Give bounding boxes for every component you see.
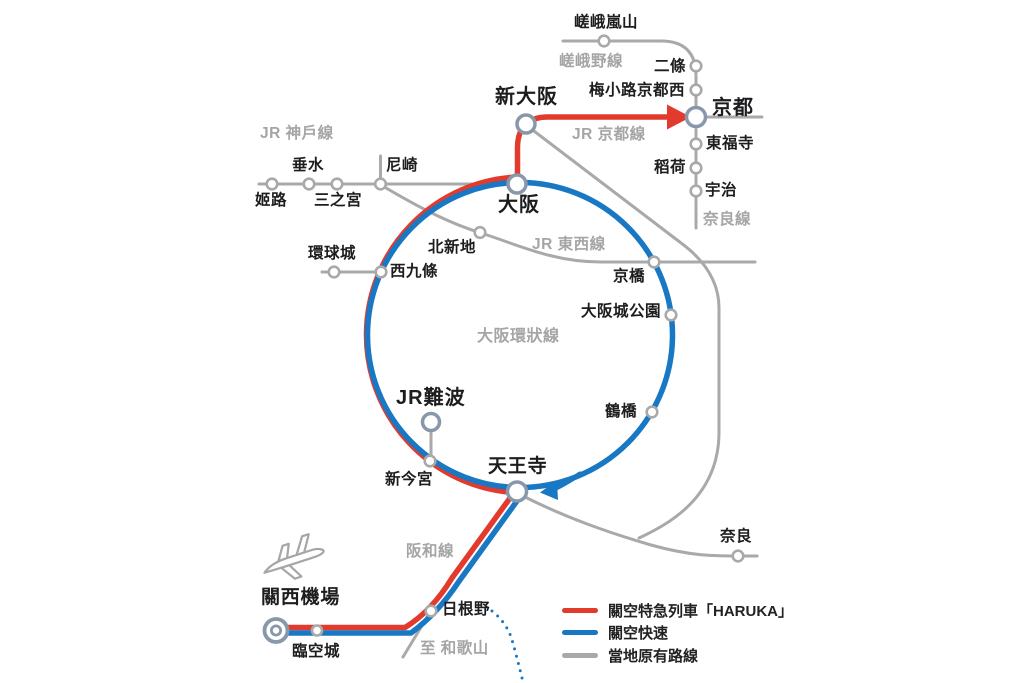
station-marker-kyobashi — [647, 255, 661, 269]
legend-swatch-haruka — [562, 608, 598, 613]
line-label-sagano: 嵯峨野線 — [559, 53, 624, 70]
station-label-tsuruhashi: 鶴橋 — [605, 403, 638, 420]
station-marker-shin-imamiya — [423, 454, 437, 468]
station-label-osaka: 大阪 — [498, 194, 540, 216]
station-label-uji: 宇治 — [705, 182, 738, 199]
station-label-nijo: 二條 — [654, 58, 687, 75]
station-marker-hineno — [424, 604, 438, 618]
station-marker-tsuruhashi — [645, 405, 659, 419]
station-marker-osakajo-koen — [664, 308, 678, 322]
station-label-nara: 奈良 — [720, 528, 753, 545]
yamatoji-line — [519, 493, 759, 558]
legend-label-local: 當地原有路線 — [608, 648, 699, 665]
legend-swatch-local — [562, 653, 598, 658]
station-label-universal-city: 環球城 — [308, 245, 357, 262]
line-label-nara-line: 奈良線 — [703, 211, 752, 228]
line-label-hanwa: 阪和線 — [406, 543, 455, 560]
legend-item-haruka: 關空特急列車「HARUKA」 — [562, 602, 793, 620]
station-marker-inari — [689, 161, 703, 175]
station-label-kitashinchi: 北新地 — [428, 239, 477, 256]
station-marker-sannomiya — [330, 177, 344, 191]
station-hub-kyoto — [684, 105, 708, 129]
station-hub-tennoji — [505, 480, 529, 503]
legend-item-local: 當地原有路線 — [562, 647, 699, 665]
line-label-jr-kobe: JR 神戶線 — [260, 125, 334, 142]
station-label-hineno: 日根野 — [442, 601, 491, 618]
station-label-sannomiya: 三之宮 — [314, 192, 363, 209]
station-label-shin-osaka: 新大阪 — [495, 86, 558, 108]
station-label-shin-imamiya: 新今宮 — [385, 471, 434, 488]
station-marker-himeji — [265, 177, 279, 191]
station-marker-umekoji-kyotonishi — [689, 83, 703, 97]
station-marker-uji — [689, 184, 703, 198]
legend-item-rapid: 關空快速 — [562, 624, 669, 642]
rapid-arrow-icon — [540, 480, 558, 500]
station-label-osakajo-koen: 大阪城公園 — [581, 303, 662, 320]
station-label-tarumi: 垂水 — [292, 157, 325, 174]
station-label-tofukuji: 東福寺 — [706, 135, 755, 152]
station-label-inari: 稻荷 — [654, 159, 687, 176]
station-hub-shin-osaka — [515, 113, 537, 135]
haruka-arrow-icon — [667, 104, 691, 130]
gakkentoshi-line — [528, 126, 721, 540]
station-label-tennoji: 天王寺 — [488, 456, 548, 477]
station-marker-nishikujo — [374, 265, 388, 279]
station-label-kyoto: 京都 — [712, 97, 754, 119]
rapid-wakayama-dotted-line — [490, 609, 525, 683]
station-marker-saga-arashiyama — [597, 34, 611, 48]
station-hub-jr-namba — [420, 411, 442, 433]
station-marker-tofukuji — [689, 137, 703, 151]
station-label-rinku-town: 臨空城 — [292, 643, 341, 660]
legend-swatch-rapid — [562, 630, 598, 635]
station-marker-amagasaki — [373, 177, 388, 191]
station-label-umekoji-kyotonishi: 梅小路京都西 — [589, 82, 686, 99]
station-label-kansai-airport: 關西機場 — [261, 587, 341, 608]
line-label-osaka-loop: 大阪環狀線 — [477, 328, 560, 345]
station-marker-nara — [731, 549, 745, 563]
line-label-jr-kyoto: JR 京都線 — [572, 126, 646, 143]
station-hub-kansai-airport-inner — [269, 624, 282, 637]
station-marker-rinku-town — [310, 624, 324, 637]
station-label-nishikujo: 西九條 — [390, 263, 439, 280]
station-label-kyobashi: 京橋 — [613, 268, 646, 285]
station-label-saga-arashiyama: 嵯峨嵐山 — [574, 14, 639, 31]
station-marker-universal-city — [327, 265, 341, 279]
airplane-icon — [263, 533, 325, 580]
station-hub-osaka — [506, 173, 528, 195]
legend-label-rapid: 關空快速 — [608, 625, 669, 642]
station-marker-tarumi — [302, 177, 316, 191]
station-marker-kitashinchi — [473, 225, 487, 240]
station-label-amagasaki: 尼崎 — [386, 157, 419, 174]
station-marker-nijo — [689, 59, 703, 73]
station-label-himeji: 姬路 — [255, 192, 288, 209]
station-label-jr-namba: JR難波 — [396, 387, 466, 409]
line-label-jr-tozai: JR 東西線 — [532, 236, 606, 253]
sagano-nara-line — [561, 39, 698, 230]
legend-label-haruka: 關空特急列車「HARUKA」 — [608, 603, 793, 620]
line-label-to-wakayama: 至 和歌山 — [420, 640, 489, 657]
